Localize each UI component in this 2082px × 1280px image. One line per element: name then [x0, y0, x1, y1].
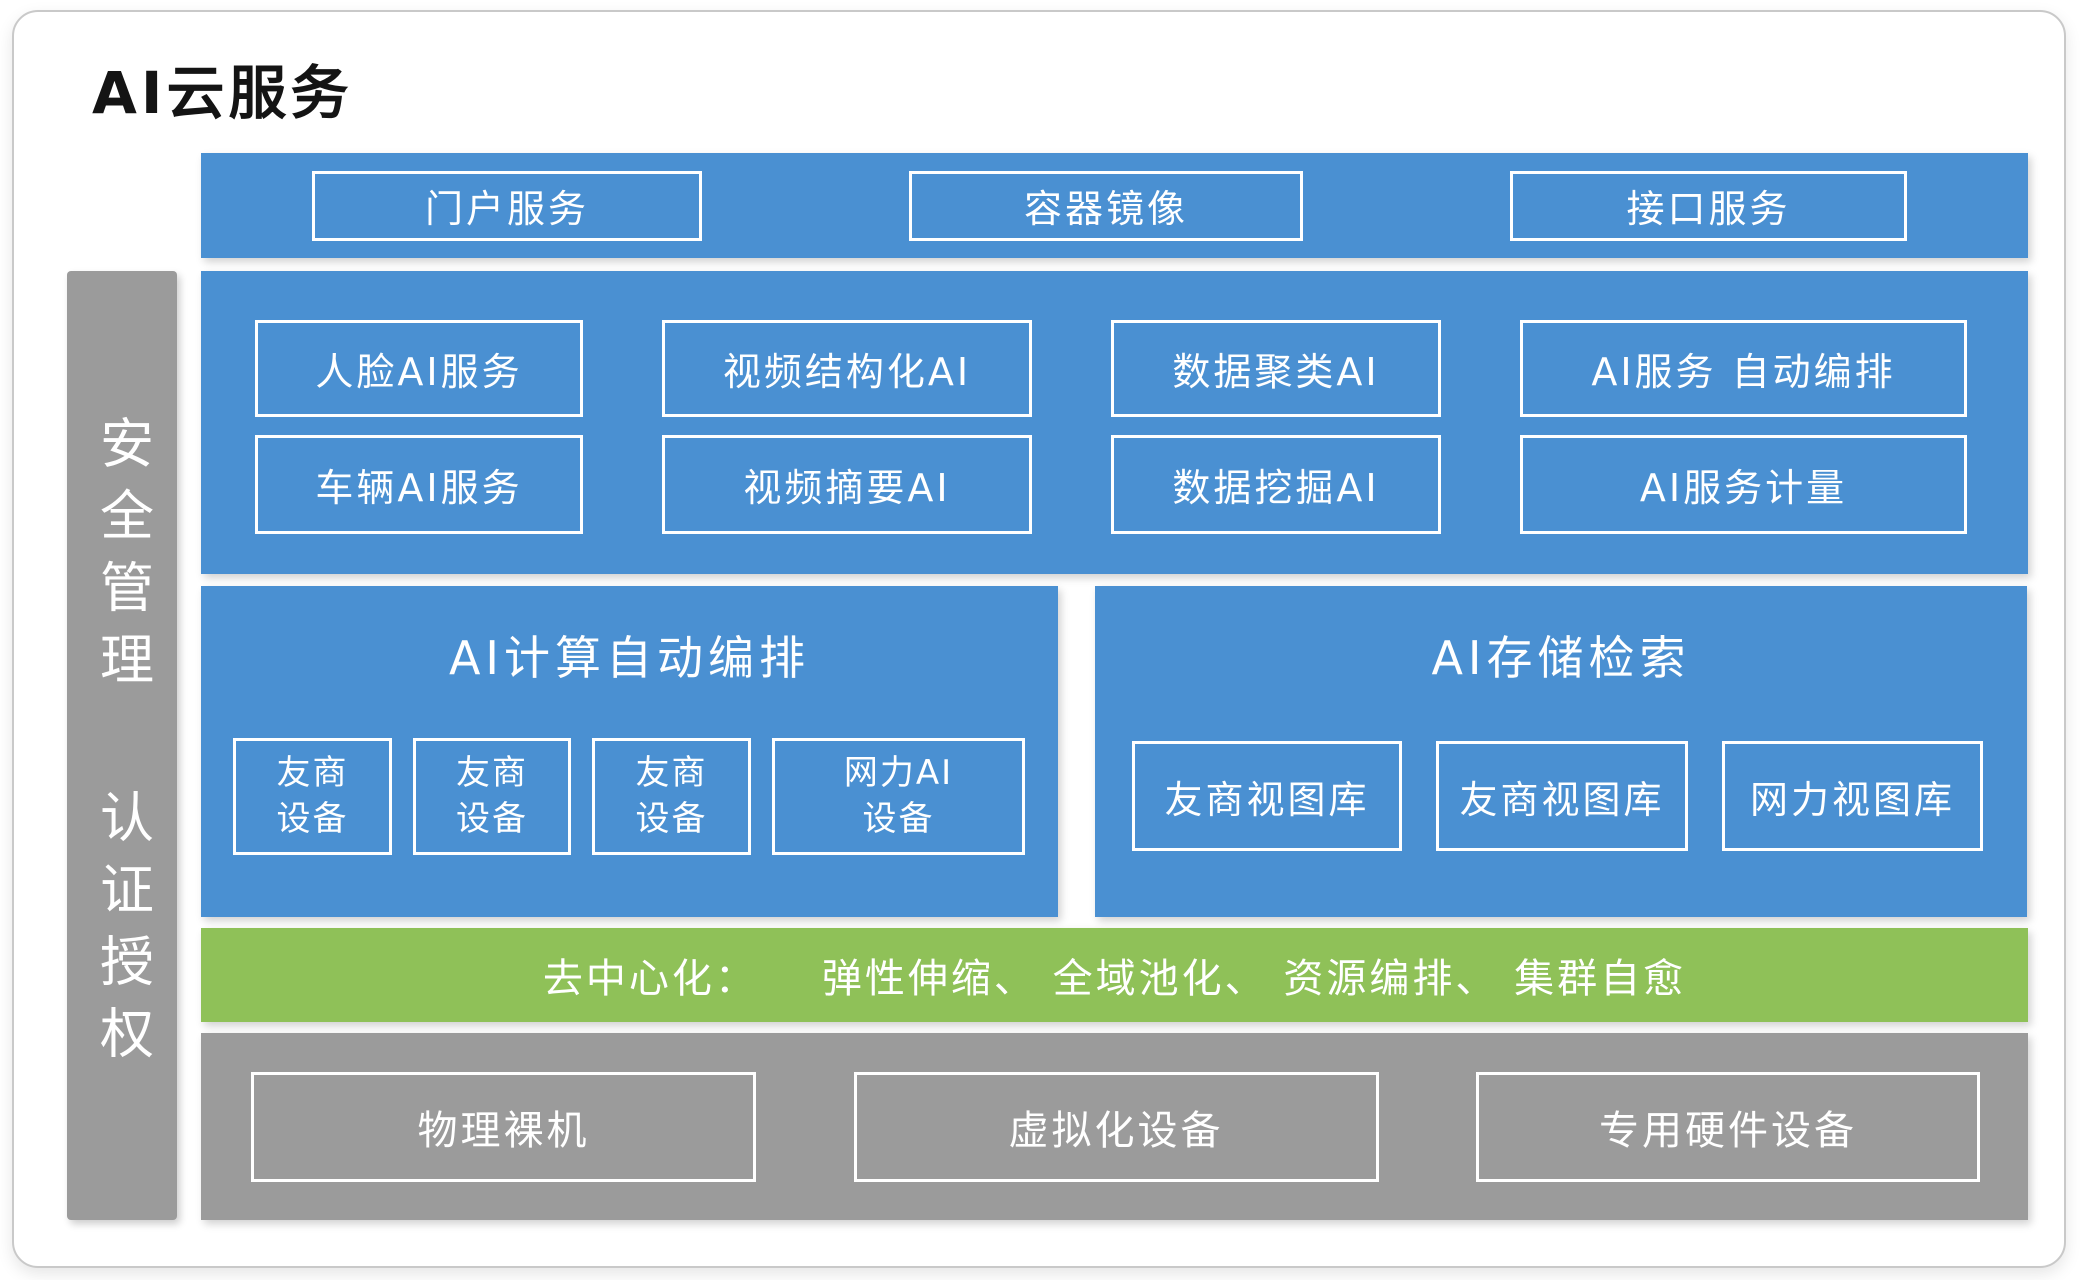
security-sidebar: 安全管理 认证授权: [67, 271, 177, 1220]
ai-storage-retrieval-panel: AI存储检索 友商视图库 友商视图库 网力视图库: [1095, 586, 2027, 917]
netposa-ai-device-box: 网力AI 设备: [772, 738, 1025, 855]
sidebar-label-security-management: 安全管理: [90, 414, 154, 703]
vendor-view-library-box: 友商视图库: [1132, 741, 1402, 851]
decentralization-band: 去中心化： 弹性伸缩、 全域池化、 资源编排、 集群自愈: [201, 928, 2028, 1022]
diagram-card: AI云服务 安全管理 认证授权 门户服务 容器镜像 接口服务 人脸AI服务 视频…: [12, 10, 2066, 1268]
data-mining-ai-box: 数据挖掘AI: [1111, 435, 1441, 534]
sidebar-label-auth: 认证授权: [90, 788, 154, 1077]
bare-metal-box: 物理裸机: [251, 1071, 756, 1182]
storage-panel-title: AI存储检索: [1431, 631, 1691, 685]
diagram-content: 门户服务 容器镜像 接口服务 人脸AI服务 视频结构化AI 数据聚类AI AI服…: [201, 153, 2028, 1220]
vendor-view-library-box: 友商视图库: [1436, 741, 1688, 851]
face-ai-service-box: 人脸AI服务: [255, 320, 583, 417]
vendor-device-box: 友商 设备: [233, 738, 392, 855]
infrastructure-band: 物理裸机 虚拟化设备 专用硬件设备: [201, 1033, 2028, 1220]
virtualized-device-box: 虚拟化设备: [853, 1071, 1379, 1182]
portal-service-box: 门户服务: [312, 170, 702, 241]
video-summary-ai-box: 视频摘要AI: [662, 435, 1032, 534]
top-band: 门户服务 容器镜像 接口服务: [201, 153, 2028, 258]
compute-panel-title: AI计算自动编排: [448, 631, 811, 685]
data-clustering-ai-box: 数据聚类AI: [1111, 320, 1441, 417]
container-image-box: 容器镜像: [909, 170, 1303, 241]
interface-service-box: 接口服务: [1510, 170, 1907, 241]
storage-device-row: 友商视图库 友商视图库 网力视图库: [1095, 741, 2027, 851]
ai-service-orchestration-box: AI服务 自动编排: [1520, 320, 1967, 417]
video-structuring-ai-box: 视频结构化AI: [662, 320, 1032, 417]
vehicle-ai-service-box: 车辆AI服务: [255, 435, 583, 534]
ai-compute-orchestration-panel: AI计算自动编排 友商 设备 友商 设备 友商 设备 网力AI 设备: [201, 586, 1058, 917]
compute-device-row: 友商 设备 友商 设备 友商 设备 网力AI 设备: [201, 738, 1058, 855]
decentralization-features: 弹性伸缩、 全域池化、 资源编排、 集群自愈: [821, 956, 1687, 1002]
ai-service-metering-box: AI服务计量: [1520, 435, 1967, 534]
dedicated-hardware-box: 专用硬件设备: [1476, 1071, 1980, 1182]
netposa-view-library-box: 网力视图库: [1722, 741, 1983, 851]
middle-row: AI计算自动编排 友商 设备 友商 设备 友商 设备 网力AI 设备 AI存储检…: [201, 586, 2028, 917]
decentralization-label: 去中心化：: [542, 956, 758, 1002]
vendor-device-box: 友商 设备: [413, 738, 571, 855]
page-title: AI云服务: [92, 59, 353, 127]
vendor-device-box: 友商 设备: [592, 738, 751, 855]
ai-services-band: 人脸AI服务 视频结构化AI 数据聚类AI AI服务 自动编排 车辆AI服务 视…: [201, 271, 2028, 574]
